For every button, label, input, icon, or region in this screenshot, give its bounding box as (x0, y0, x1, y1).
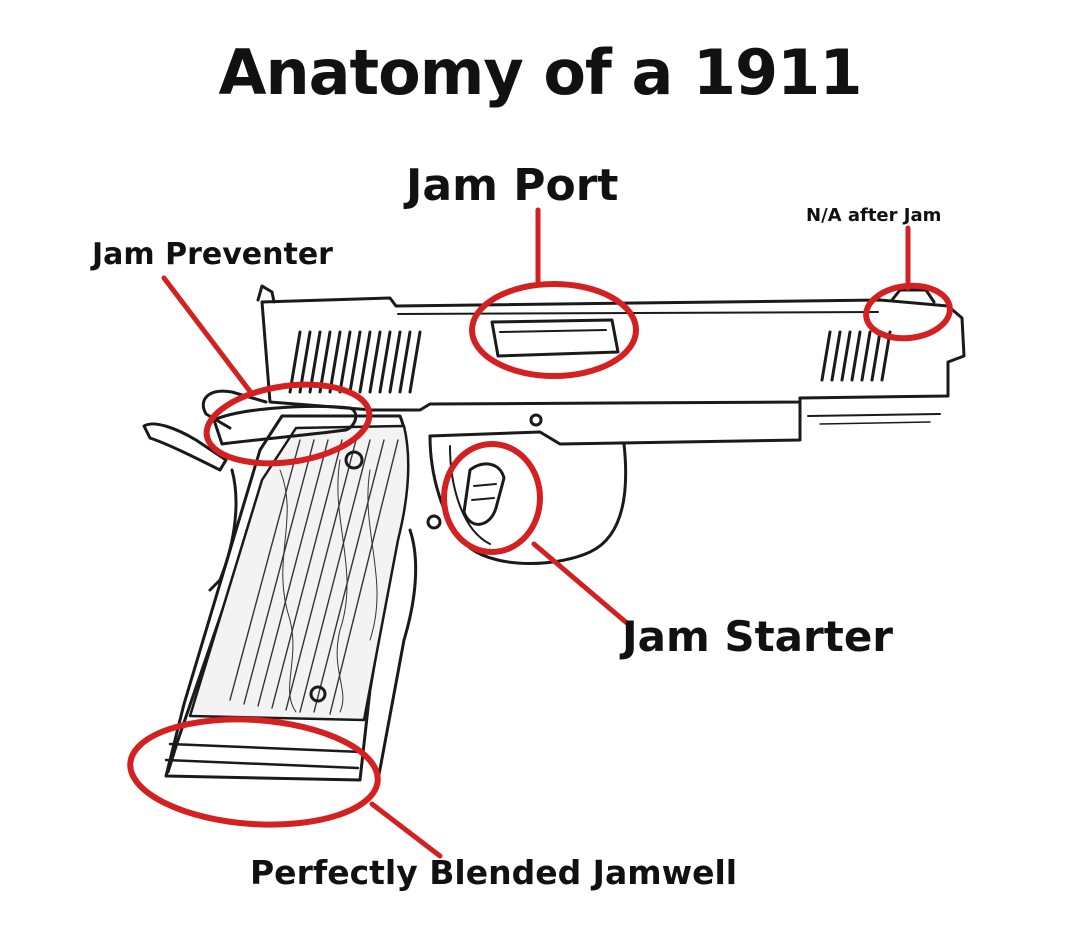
slide-top-rib (397, 311, 879, 315)
label-jam-port: Jam Port (406, 160, 619, 211)
magazine-well (164, 742, 364, 770)
label-na-after-jam: N/A after Jam (806, 205, 942, 226)
dust-cover (428, 396, 802, 446)
na-after-jam-circle (863, 282, 953, 342)
grip-screw-top (344, 450, 364, 470)
rear-slide-serrations (288, 330, 422, 394)
rear-sight (256, 284, 276, 304)
magazine-release (426, 514, 442, 530)
jam-port-circle (469, 281, 639, 379)
front-sight (890, 288, 936, 304)
thumb-safety (212, 405, 358, 446)
jam-preventer-circle (203, 381, 373, 467)
diagram-title: Anatomy of a 1911 (218, 36, 863, 109)
front-strap (376, 528, 418, 782)
callout-circles (127, 281, 953, 828)
jamwell-circle (127, 716, 381, 828)
slide (260, 296, 966, 412)
grip-screw-bottom (309, 685, 327, 703)
front-slide-serrations (820, 330, 892, 382)
label-jam-starter: Jam Starter (622, 612, 894, 661)
jamwell-leader (369, 801, 443, 859)
label-jam-preventer: Jam Preventer (92, 237, 333, 272)
grip-safety (142, 422, 228, 472)
label-jamwell: Perfectly Blended Jamwell (250, 853, 738, 892)
grip-texture (229, 439, 399, 715)
pistol-illustration (142, 284, 966, 782)
jam-starter-leader (531, 541, 631, 627)
ejection-port (490, 318, 620, 358)
trigger (462, 462, 506, 526)
hammer (201, 389, 268, 430)
leader-lines (161, 207, 911, 859)
jam-starter-circle (441, 441, 543, 555)
jam-preventer-leader (161, 275, 255, 397)
trigger-guard (428, 434, 628, 565)
slide-stop-pin (529, 413, 543, 427)
